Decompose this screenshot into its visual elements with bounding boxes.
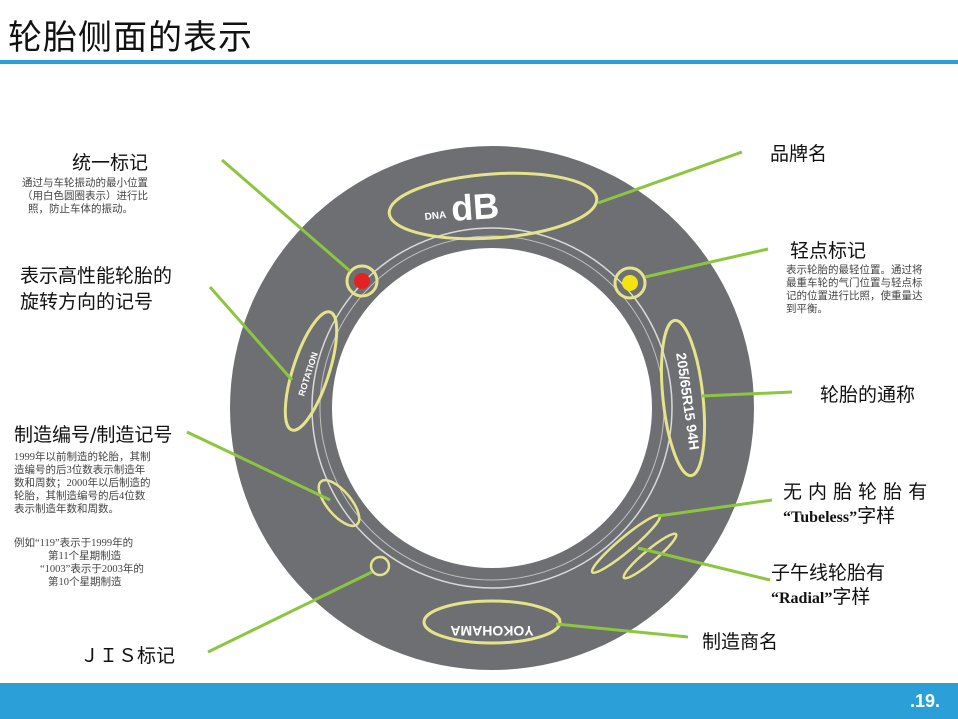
leader-serial [186,430,331,502]
tubeless-quote: “Tubeless” [783,509,858,526]
light-point-dot [622,275,638,291]
leader-tubeless [657,498,773,518]
desc-line: 轮胎，其制造编号的后4位数 [14,491,146,502]
page-title: 轮胎侧面的表示 [8,18,253,58]
title-rule [0,60,958,64]
uniform-mark-ring [345,264,379,298]
desc-line: 记的位置进行比照，使重量达 [786,291,923,302]
example-line: 第11个星期制造 [48,551,122,562]
label-light-title: 轻点标记 [790,240,867,262]
footer-bar: .19. [0,683,958,719]
tubeless-suffix: 字样 [857,505,896,527]
leader-common [701,390,793,398]
desc-line: （用白色圆圈表示）进行比 [22,191,148,202]
leader-maker [555,622,689,639]
leader-jis [207,570,373,654]
rotation-oval [283,310,339,432]
brand-logo: dB [450,185,501,229]
desc-line: 数和周数；2000年以后制造的 [14,478,151,489]
light-point-ring [613,266,647,300]
desc-line: 到平衡。 [786,304,828,315]
desc-line: 造编号的后3位数表示制造年 [14,465,146,476]
label-uniform-desc: 通过与车轮振动的最小位置 （用白色圆圈表示）进行比 照，防止车体的振动。 [22,177,148,216]
maker-oval [422,599,562,645]
uniform-mark-dot [354,273,370,289]
desc-line: 照，防止车体的振动。 [28,204,133,215]
rotation-line: 表示高性能轮胎的 [20,265,173,287]
label-maker: 制造商名 [702,631,779,653]
desc-line: 最重车轮的气门位置与轻点标 [786,278,923,289]
leader-radial [637,546,771,582]
leader-light [644,247,769,279]
brand-prefix: DNA [424,210,447,223]
leader-brand [597,150,743,205]
radial-quote: “Radial” [771,590,833,607]
label-tubeless: 无 内 胎 轮 胎 有 “Tubeless”字样 [783,480,927,530]
label-brand: 品牌名 [770,143,828,165]
label-serial-example: 例如“119”表示于1999年的 第11个星期制造 “1003”表示于2003年… [14,537,144,589]
label-uniform-title: 统一标记 [72,152,149,174]
maker-text: YOKOHAMA [450,623,533,639]
label-jis: ＪＩＳ标记 [80,645,176,667]
jis-mark-ring [369,555,391,577]
rotation-line: 旋转方向的记号 [20,291,154,313]
page-number: .19. [909,691,940,711]
desc-line: 1999年以前制造的轮胎，其制 [14,452,151,463]
example-line: 第10个星期制造 [48,577,122,588]
tubeless-line1: 无 内 胎 轮 胎 有 [783,481,928,503]
radial-suffix: 字样 [832,586,871,608]
desc-line: 表示轮胎的最轻位置。通过将 [786,265,923,276]
desc-line: 通过与车轮振动的最小位置 [22,178,148,189]
tire-hole [332,248,652,568]
example-line: 例如“119”表示于1999年的 [14,538,134,549]
label-serial-desc: 1999年以前制造的轮胎，其制 造编号的后3位数表示制造年 数和周数；2000年… [14,451,151,516]
label-common-name: 轮胎的通称 [820,384,916,406]
serial-oval [317,478,361,528]
label-radial: 子午线轮胎有 “Radial”字样 [771,561,885,611]
label-serial-title: 制造编号/制造记号 [14,424,173,446]
leader-uniform [221,158,351,273]
leader-rotation [208,286,294,381]
brand-oval [387,171,599,241]
example-line: “1003”表示于2003年的 [40,564,144,575]
radial-line1: 子午线轮胎有 [771,562,886,584]
tire-bead-ring [311,227,673,589]
label-light-desc: 表示轮胎的最轻位置。通过将 最重车轮的气门位置与轻点标 记的位置进行比照，使重量… [786,264,923,316]
label-rotation: 表示高性能轮胎的 旋转方向的记号 [20,263,172,315]
desc-line: 表示制造年数和周数。 [14,504,119,515]
